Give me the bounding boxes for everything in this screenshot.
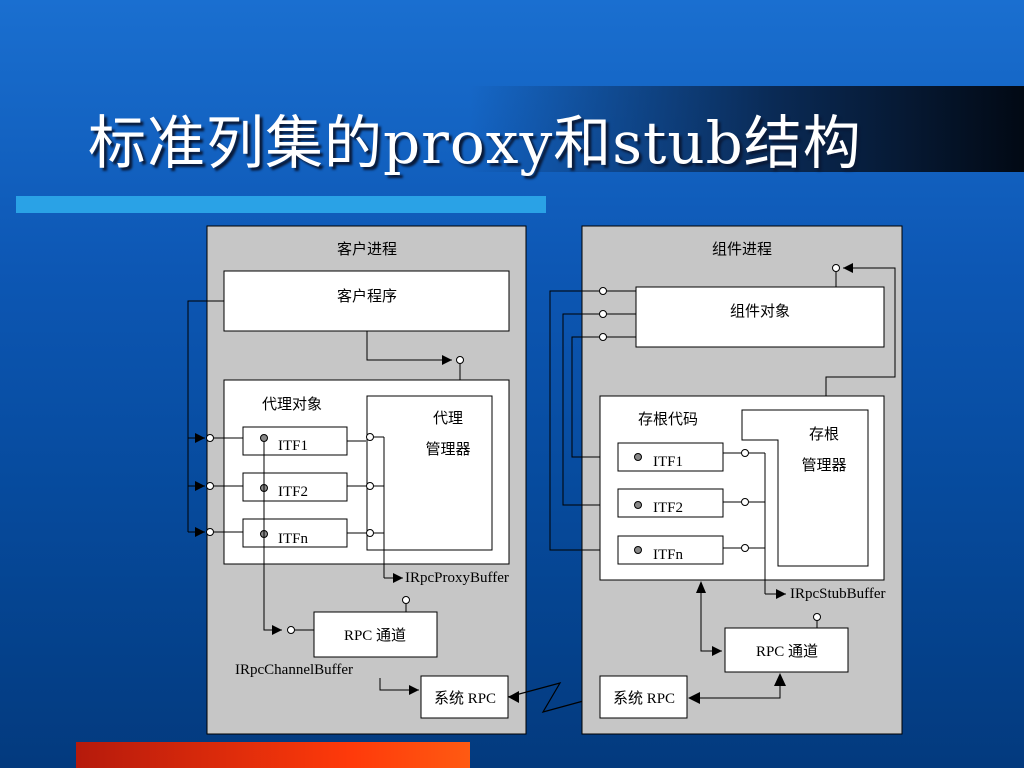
- proxy-to-channel-line: [263, 442, 282, 635]
- stub-manager-label-1: 存根: [809, 426, 839, 443]
- proxy-buffer-label: IRpcProxyBuffer: [405, 570, 509, 586]
- client-left-bracket: [187, 300, 243, 537]
- rpc-link-arrow-left: [508, 691, 519, 703]
- client-system-rpc-box: [420, 675, 509, 719]
- channel-buffer-label: IRpcChannelBuffer: [235, 662, 353, 678]
- stub-itfn-label: ITFn: [653, 547, 684, 563]
- component-object-box: [635, 286, 885, 348]
- sysrpc-channel-link: [699, 684, 781, 699]
- stub-buffer-label: IRpcStubBuffer: [790, 586, 886, 602]
- client-program-box: [223, 270, 510, 332]
- channel-to-sysrpc-arrow: [379, 678, 419, 695]
- proxy-manager-label-2: 管理器: [425, 441, 470, 458]
- client-rpc-channel-box: [313, 611, 438, 658]
- client-process-label: 客户进程: [337, 241, 397, 258]
- channel-top-dot: [402, 596, 410, 604]
- stub-channel-link: [700, 592, 722, 656]
- client-to-proxy-arrow: [366, 331, 452, 365]
- proxy-itf1-box: [242, 426, 348, 456]
- stub-code-label: 存根代码: [638, 411, 698, 428]
- component-rpc-channel-label: RPC 通道: [756, 643, 818, 660]
- stub-itfn-dot: [634, 546, 642, 554]
- component-rpc-channel-box: [724, 627, 849, 673]
- proxy-right-connectors: [347, 433, 403, 583]
- rpc-network-link: [507, 682, 599, 713]
- stub-itf1-dot: [634, 453, 642, 461]
- accent-bar: [16, 196, 546, 213]
- sysrpc-arrow-left: [688, 692, 700, 704]
- stub-manager-label-2: 管理器: [801, 457, 846, 474]
- component-top-dot: [832, 264, 840, 272]
- proxy-itf1-dot: [260, 434, 268, 442]
- stub-manager-box: [741, 409, 869, 567]
- stub-itf2-label: ITF2: [653, 500, 683, 516]
- stub-channel-arrow-up: [696, 581, 706, 593]
- proxy-itf2-label: ITF2: [278, 484, 308, 500]
- title-band: [470, 86, 1024, 172]
- client-system-rpc-label: 系统 RPC: [434, 690, 496, 707]
- channel-input-dot: [287, 626, 295, 634]
- stub-right-connectors: [723, 449, 786, 599]
- slide-title: 标准列集的proxy和stub结构: [88, 109, 862, 177]
- component-system-rpc-label: 系统 RPC: [613, 690, 675, 707]
- client-rpc-channel-label: RPC 通道: [344, 627, 406, 644]
- proxy-manager-box: [366, 395, 493, 551]
- proxy-object-label: 代理对象: [262, 396, 322, 413]
- client-process: 客户进程 客户程序 代理对象 代理 管理器 ITF1 ITF2 ITFn: [187, 225, 527, 735]
- component-process: 组件进程 组件对象 存根代码 存根 管理器 ITF1 ITF2: [549, 225, 903, 735]
- component-object-label: 组件对象: [730, 303, 790, 320]
- component-process-label: 组件进程: [712, 241, 772, 258]
- proxy-itf1-label: ITF1: [278, 438, 308, 454]
- footer-bar: [76, 742, 470, 768]
- stub-to-component-arrow: [825, 263, 896, 410]
- proxy-manager-label-1: 代理: [433, 410, 463, 427]
- component-system-rpc-box: [599, 675, 688, 719]
- stub-channel-top-dot: [813, 613, 821, 621]
- stub-itf2-dot: [634, 501, 642, 509]
- channel-arrow-up: [774, 673, 786, 686]
- client-program-label: 客户程序: [337, 288, 397, 305]
- connector-dot: [456, 356, 464, 364]
- proxy-itfn-label: ITFn: [278, 531, 309, 547]
- stub-itf1-label: ITF1: [653, 454, 683, 470]
